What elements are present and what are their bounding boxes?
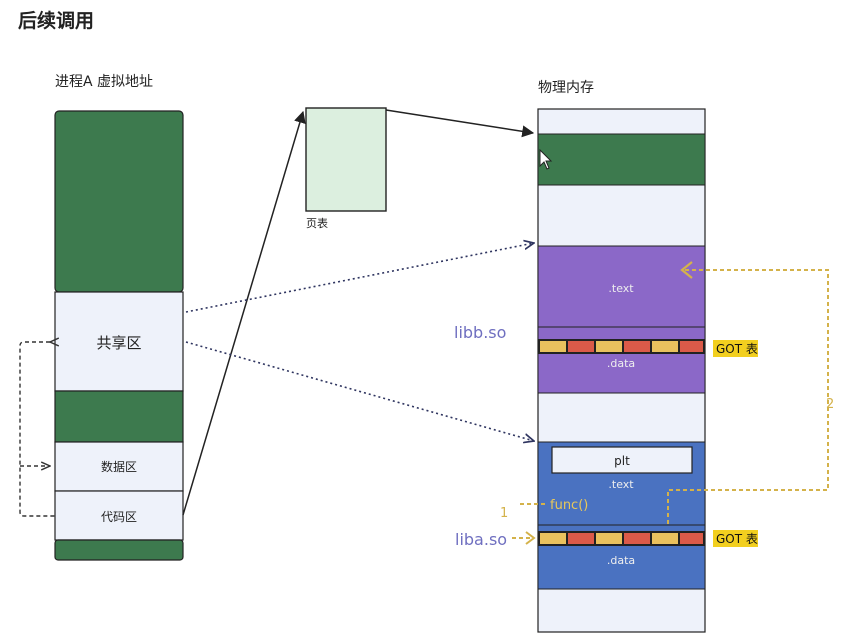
step2-label: 2 xyxy=(826,397,834,412)
liba-got-table xyxy=(538,531,705,546)
page-table-label: 页表 xyxy=(306,216,328,230)
data-region xyxy=(54,441,184,492)
shared-to-code-bracket xyxy=(19,342,55,517)
data-region-label: 数据区 xyxy=(101,459,137,474)
libb-text-label: .text xyxy=(608,282,634,295)
libb-data-label: .data xyxy=(607,357,635,370)
code-to-page-table-arrow xyxy=(182,110,306,516)
physical-green-block xyxy=(537,133,706,186)
liba-got-label: GOT 表 xyxy=(716,532,758,546)
shared-to-liba-arrow xyxy=(185,341,534,441)
shared-region xyxy=(54,291,184,392)
liba-plt-box xyxy=(551,446,693,474)
func-call-bg xyxy=(546,494,602,514)
step2-arrowhead xyxy=(680,261,693,279)
liba-plt-label: plt xyxy=(614,454,630,468)
virtual-green-middle xyxy=(54,390,184,443)
code-region-label: 代码区 xyxy=(101,510,137,524)
libb-text-segment xyxy=(537,245,706,328)
shared-to-libb-arrow xyxy=(185,243,534,313)
libb-name-label: libb.so xyxy=(454,323,506,342)
page-title: 后续调用 xyxy=(18,9,94,32)
page-table-box xyxy=(305,107,387,212)
libb-got-label: GOT 表 xyxy=(716,342,758,356)
shared-region-label: 共享区 xyxy=(96,334,141,352)
liba-text-label: .text xyxy=(608,478,634,491)
libb-got-table xyxy=(538,339,705,354)
liba-got-label-bg xyxy=(713,530,758,547)
page-table-to-memory-arrow xyxy=(385,109,535,138)
func-call-label: func() xyxy=(550,498,588,513)
virtual-green-top xyxy=(54,110,184,293)
libb-data-segment xyxy=(537,326,706,394)
step1-label: 1 xyxy=(500,506,508,521)
virtual-space-label: 进程A 虚拟地址 xyxy=(55,74,153,90)
physical-memory-label: 物理内存 xyxy=(538,80,594,96)
liba-data-label: .data xyxy=(607,554,635,567)
liba-name-label: liba.so xyxy=(455,530,507,549)
libb-got-label-bg xyxy=(713,340,758,357)
virtual-address-column xyxy=(54,110,184,561)
step2-path xyxy=(667,269,829,524)
mouse-cursor-icon xyxy=(539,148,553,170)
virtual-green-bottom xyxy=(54,539,184,561)
liba-pointer-arrowhead xyxy=(525,531,536,545)
